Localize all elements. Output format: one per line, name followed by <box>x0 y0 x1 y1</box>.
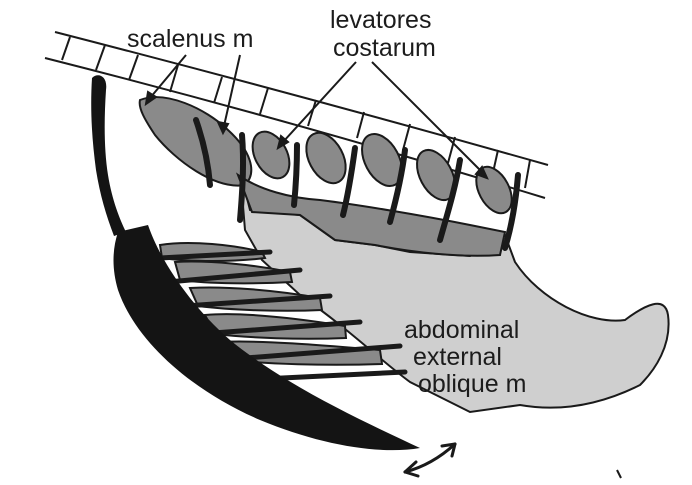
scalenus-label: scalenus m <box>127 27 253 52</box>
levatores-label-line2: costarum <box>333 36 436 61</box>
levator-oval <box>298 126 353 190</box>
abdominal-label-line1: abdominal <box>404 318 519 343</box>
strap-muscle <box>91 75 126 236</box>
abdominal-label-line3: oblique m <box>418 372 526 397</box>
levatores-label-line1: levatores <box>330 8 431 33</box>
scalenus-muscle-shape <box>140 97 252 185</box>
abdominal-label-line2: external <box>413 345 502 370</box>
small-mark <box>617 470 621 478</box>
